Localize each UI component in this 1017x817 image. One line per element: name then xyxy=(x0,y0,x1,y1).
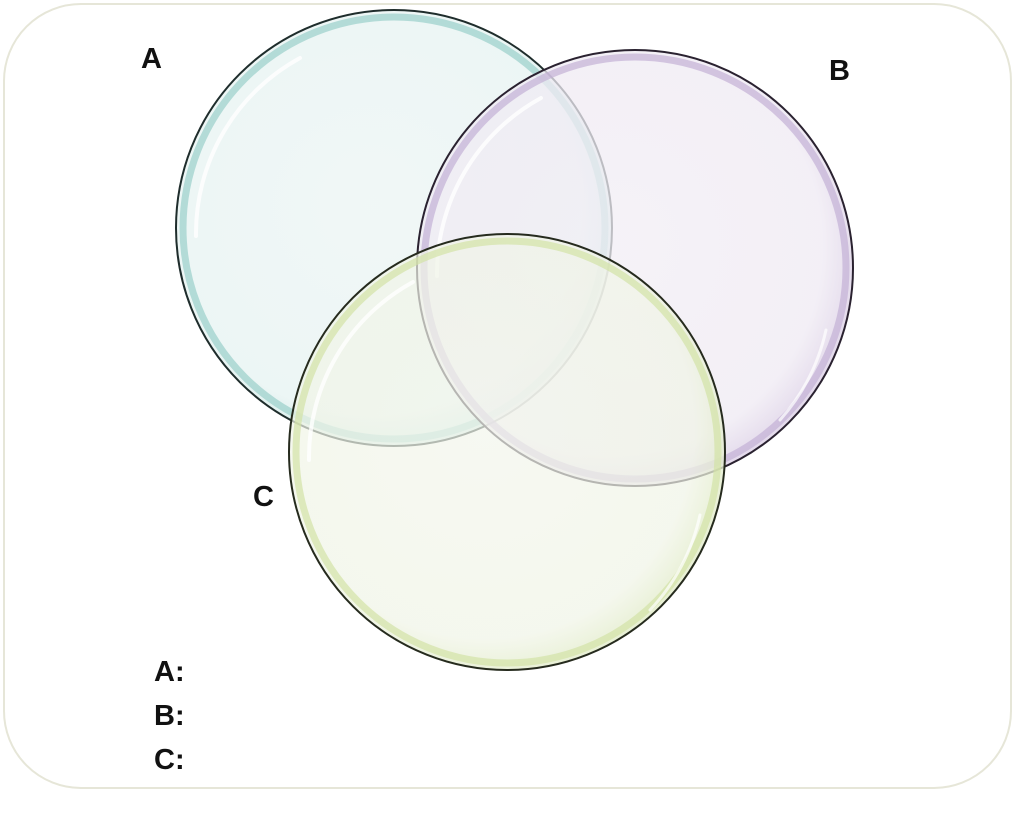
circle-a-label: A xyxy=(141,43,162,75)
circle-c xyxy=(288,233,726,671)
circle-c-label: C xyxy=(253,481,274,513)
legend-item-c: C: xyxy=(154,744,185,776)
legend-item-b: B: xyxy=(154,700,185,732)
legend: A: B: C: xyxy=(154,658,185,790)
circle-b-label: B xyxy=(829,55,850,87)
legend-item-a: A: xyxy=(154,656,185,688)
